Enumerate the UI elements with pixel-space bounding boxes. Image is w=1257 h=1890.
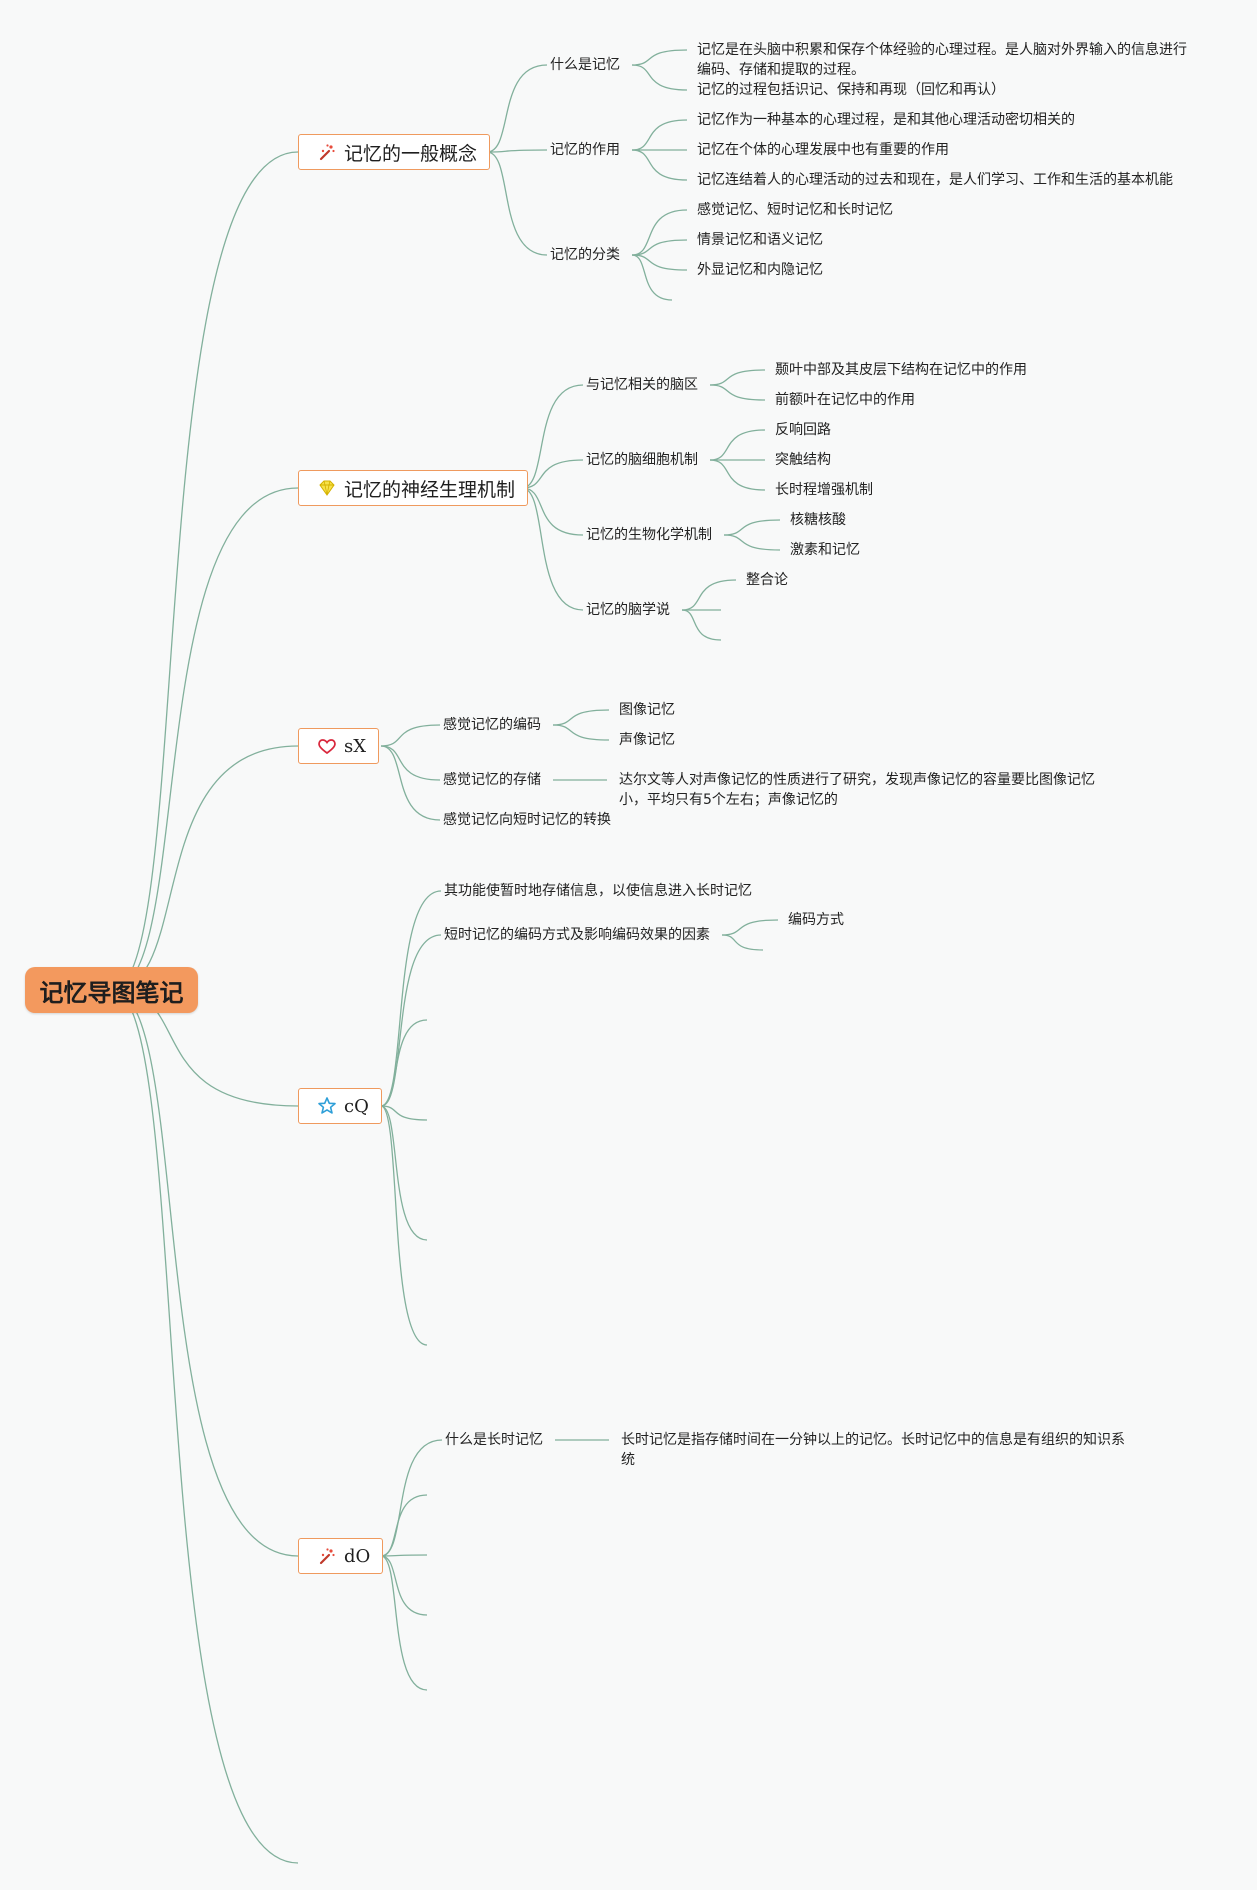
- branch-label[interactable]: 记忆的作用: [550, 142, 620, 158]
- topic-node[interactable]: 记忆的神经生理机制: [298, 470, 529, 506]
- connector-topic-branch: [521, 487, 584, 536]
- connector-branch-leaf: [681, 609, 722, 641]
- topic-node[interactable]: sX: [298, 728, 380, 764]
- branch-label[interactable]: 什么是记忆: [550, 57, 620, 73]
- connector-branch-leaf: [709, 429, 766, 461]
- connector-topic-branch: [380, 1439, 443, 1557]
- branch-label[interactable]: 感觉记忆向短时记忆的转换: [443, 812, 611, 828]
- connector-topic-branch: [380, 1494, 428, 1557]
- connector-topic-branch: [380, 1105, 428, 1121]
- topic-label: dO: [344, 1545, 371, 1567]
- connector-topic-branch: [380, 1019, 428, 1107]
- branch-label[interactable]: 感觉记忆的存储: [443, 772, 541, 788]
- connector-branch-leaf: [552, 724, 610, 741]
- heart-icon: [317, 736, 337, 756]
- connector-topic-branch: [380, 745, 441, 821]
- connector-branch-leaf: [721, 934, 764, 951]
- branch-label[interactable]: 记忆的脑细胞机制: [586, 452, 698, 468]
- connector-branch-leaf: [723, 519, 781, 536]
- topic-node[interactable]: cQ: [298, 1088, 382, 1124]
- connector-topic-branch: [380, 745, 441, 781]
- connector-branch-leaf: [631, 254, 673, 301]
- connector-topic-branch: [380, 1554, 428, 1557]
- connector-branch-leaf: [709, 459, 766, 491]
- topic-node[interactable]: dO: [298, 1538, 384, 1574]
- connector-topic-branch: [380, 724, 441, 747]
- connector-topic-branch: [380, 1105, 428, 1346]
- branch-label[interactable]: 记忆的生物化学机制: [586, 527, 712, 543]
- connector-topic-branch: [380, 1555, 428, 1691]
- connector-topic-branch: [486, 149, 548, 153]
- connector-root-trailing: [111, 989, 299, 1864]
- leaf-label[interactable]: 激素和记忆: [790, 542, 860, 558]
- connector-branch-leaf: [631, 239, 688, 256]
- leaf-label[interactable]: 图像记忆: [619, 702, 675, 718]
- connector-branch-leaf: [631, 209, 688, 256]
- connector-branch-leaf: [631, 254, 688, 271]
- branch-label[interactable]: 其功能使暂时地存储信息，以使信息进入长时记忆: [444, 883, 752, 899]
- star-icon: [317, 1096, 337, 1116]
- leaf-label[interactable]: 记忆是在头脑中积累和保存个体经验的心理过程。是人脑对外界输入的信息进行编码、存储…: [697, 42, 1187, 78]
- leaf-label[interactable]: 编码方式: [788, 912, 844, 928]
- connector-root-topic: [111, 151, 299, 991]
- connector-topic-branch: [380, 1105, 428, 1241]
- wand-sparkle-icon: [317, 1546, 337, 1566]
- branch-label[interactable]: 与记忆相关的脑区: [586, 377, 698, 393]
- leaf-label[interactable]: 记忆作为一种基本的心理过程，是和其他心理活动密切相关的: [697, 112, 1075, 128]
- leaf-label[interactable]: 记忆连结着人的心理活动的过去和现在，是人们学习、工作和生活的基本机能: [697, 172, 1173, 188]
- connector-branch-leaf: [631, 49, 688, 66]
- connector-topic-branch: [380, 934, 442, 1107]
- connector-branch-leaf: [709, 369, 766, 386]
- leaf-label[interactable]: 整合论: [746, 572, 788, 588]
- connector-topic-branch: [486, 151, 548, 256]
- leaf-label[interactable]: 记忆在个体的心理发展中也有重要的作用: [697, 142, 949, 158]
- leaf-label[interactable]: 外显记忆和内隐记忆: [697, 262, 823, 278]
- connector-topic-branch: [521, 384, 584, 489]
- branch-label[interactable]: 短时记忆的编码方式及影响编码效果的因素: [444, 927, 710, 943]
- leaf-label[interactable]: 记忆的过程包括识记、保持和再现（回忆和再认）: [697, 82, 1005, 98]
- branch-label[interactable]: 感觉记忆的编码: [443, 717, 541, 733]
- root-node[interactable]: 记忆导图笔记: [25, 967, 198, 1013]
- leaf-label[interactable]: 情景记忆和语义记忆: [697, 232, 823, 248]
- connector-branch-leaf: [631, 119, 688, 151]
- leaf-label[interactable]: 感觉记忆、短时记忆和长时记忆: [697, 202, 893, 218]
- connector-root-topic: [111, 487, 299, 991]
- connector-branch-leaf: [631, 64, 688, 91]
- wand-sparkle-icon: [317, 142, 337, 162]
- topic-label: 记忆的一般概念: [344, 142, 478, 165]
- connector-topic-branch: [521, 487, 584, 611]
- connector-topic-branch: [380, 1555, 428, 1616]
- branch-label[interactable]: 记忆的脑学说: [586, 602, 670, 618]
- topic-label: 记忆的神经生理机制: [344, 478, 516, 501]
- leaf-label[interactable]: 核糖核酸: [790, 512, 846, 528]
- topic-label: cQ: [344, 1095, 369, 1117]
- leaf-label[interactable]: 反响回路: [775, 422, 831, 438]
- connector-branch-leaf: [709, 384, 766, 401]
- connector-branch-leaf: [681, 579, 737, 611]
- connector-root-topic: [111, 989, 299, 1557]
- connector-branch-leaf: [721, 919, 779, 936]
- connector-branch-leaf: [723, 534, 781, 551]
- branch-label[interactable]: 记忆的分类: [550, 247, 620, 263]
- branch-label[interactable]: 什么是长时记忆: [445, 1432, 543, 1448]
- connector-branch-leaf: [631, 149, 688, 181]
- topic-label: sX: [344, 735, 367, 757]
- leaf-label[interactable]: 突触结构: [775, 452, 831, 468]
- connector-topic-branch: [486, 64, 548, 153]
- diamond-icon: [317, 478, 337, 498]
- connector-topic-branch: [380, 890, 442, 1107]
- leaf-label[interactable]: 前额叶在记忆中的作用: [775, 392, 915, 408]
- leaf-label[interactable]: 长时记忆是指存储时间在一分钟以上的记忆。长时记忆中的信息是有组织的知识系统: [621, 1432, 1125, 1468]
- leaf-label[interactable]: 声像记忆: [619, 732, 675, 748]
- connector-branch-leaf: [552, 709, 610, 726]
- topic-node[interactable]: 记忆的一般概念: [298, 134, 491, 170]
- leaf-label[interactable]: 颞叶中部及其皮层下结构在记忆中的作用: [775, 362, 1027, 378]
- leaf-label[interactable]: 达尔文等人对声像记忆的性质进行了研究，发现声像记忆的容量要比图像记忆小，平均只有…: [619, 772, 1095, 808]
- leaf-label[interactable]: 长时程增强机制: [775, 482, 873, 498]
- connector-topic-branch: [521, 459, 584, 489]
- connector-root-topic: [111, 745, 299, 991]
